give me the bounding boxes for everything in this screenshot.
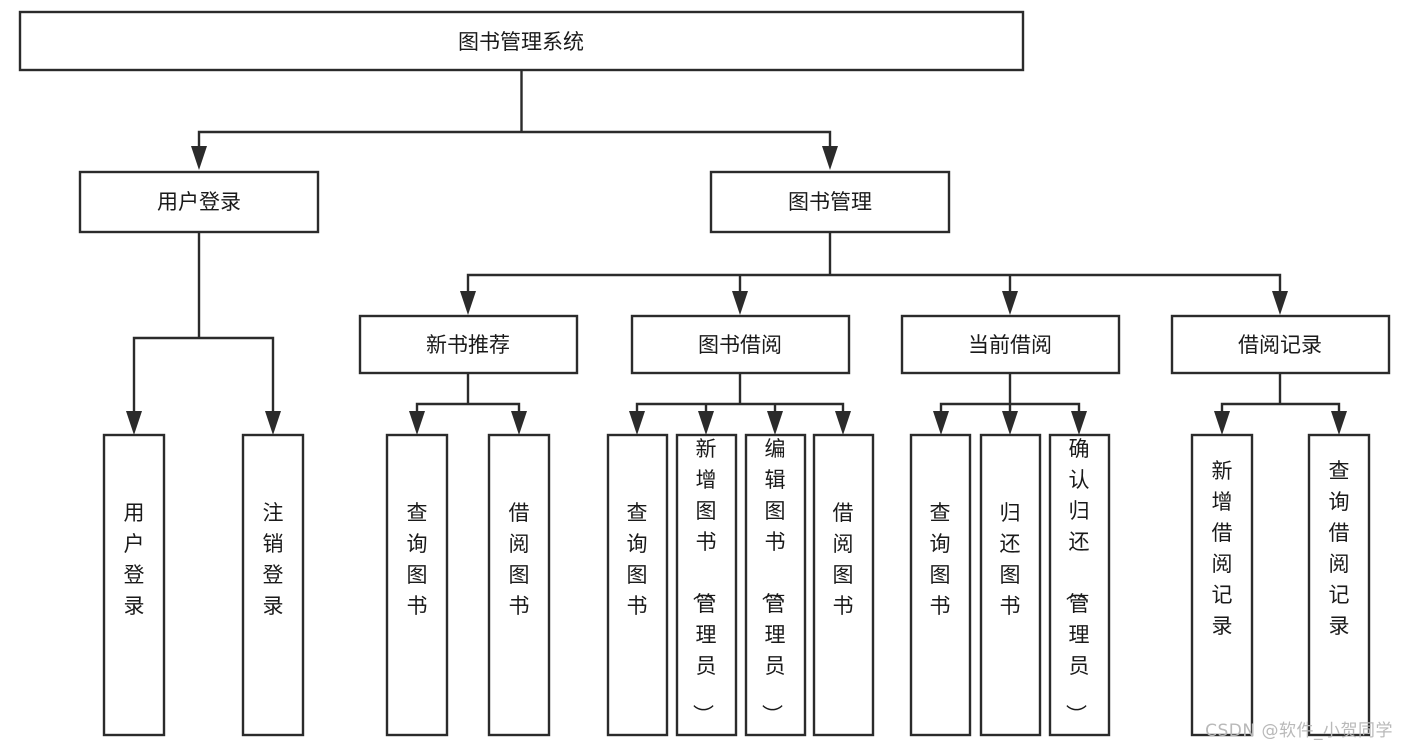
node-borrow-box[interactable] xyxy=(630,314,851,375)
arrowhead-to-borrow xyxy=(732,291,748,315)
connector-current-bus xyxy=(939,371,1081,415)
node-leaf-3-label: 查询图书 xyxy=(407,501,428,618)
connector-borrow-bus xyxy=(635,371,845,415)
arrowhead-to-leaf-10 xyxy=(1002,411,1018,435)
node-leaf-2[interactable]: 注销登录 xyxy=(241,433,305,737)
connector-login-bus xyxy=(132,230,275,415)
node-leaf-12[interactable]: 新增借阅记录 xyxy=(1190,433,1254,737)
arrowhead-to-leaf-3 xyxy=(409,411,425,435)
node-newbook[interactable]: 新书推荐 xyxy=(358,314,579,375)
node-leaf-4[interactable]: 借阅图书 xyxy=(487,433,551,737)
node-current[interactable]: 当前借阅 xyxy=(900,314,1121,375)
arrowhead-to-record xyxy=(1272,291,1288,315)
node-leaf-5-label: 查询图书 xyxy=(627,501,648,618)
arrowhead-to-leaf-4 xyxy=(511,411,527,435)
node-borrow[interactable]: 图书借阅 xyxy=(630,314,851,375)
node-root-label: 图书管理系统 xyxy=(458,30,584,54)
node-leaf-4-box[interactable] xyxy=(487,433,551,737)
node-leaf-6-box[interactable] xyxy=(675,433,738,737)
node-leaf-9[interactable]: 查询图书 xyxy=(909,433,972,737)
node-leaf-8[interactable]: 借阅图书 xyxy=(812,433,875,737)
arrowhead-to-leaf-6 xyxy=(698,411,714,435)
node-leaf-8-label: 借阅图书 xyxy=(833,501,854,618)
node-bookmgmt-box[interactable] xyxy=(709,170,951,234)
node-leaf-3[interactable]: 查询图书 xyxy=(385,433,449,737)
node-leaf-1-label: 用户登录 xyxy=(124,501,145,618)
node-leaf-2-label: 注销登录 xyxy=(263,501,284,618)
node-login-box[interactable] xyxy=(78,170,320,234)
node-leaf-1-box[interactable] xyxy=(102,433,166,737)
node-leaf-1[interactable]: 用户登录 xyxy=(102,433,166,737)
node-leaf-11-label: 确认归还（管理员） xyxy=(1064,437,1090,725)
connector-record-bus xyxy=(1220,371,1341,415)
arrowhead-to-leaf-7 xyxy=(767,411,783,435)
node-leaf-10-box[interactable] xyxy=(979,433,1042,737)
node-newbook-label: 新书推荐 xyxy=(426,333,510,357)
connector-root-bus xyxy=(197,68,832,150)
arrowhead-to-current xyxy=(1002,291,1018,315)
connector-newbook-bus xyxy=(415,371,521,415)
node-login[interactable]: 用户登录 xyxy=(78,170,320,234)
arrowhead-to-leaf-9 xyxy=(933,411,949,435)
node-record[interactable]: 借阅记录 xyxy=(1170,314,1391,375)
arrowhead-to-leaf-1 xyxy=(126,411,142,435)
node-leaf-6-label: 新增图书（管理员） xyxy=(691,437,717,725)
arrowhead-to-newbook xyxy=(460,291,476,315)
csdn-watermark: CSDN @软件_小贺同学 xyxy=(1205,721,1393,741)
node-borrow-label: 图书借阅 xyxy=(698,333,782,357)
node-leaf-7-label: 编辑图书（管理员） xyxy=(760,437,786,725)
node-leaf-7-box[interactable] xyxy=(744,433,807,737)
arrowhead-to-leaf-8 xyxy=(835,411,851,435)
node-bookmgmt-label: 图书管理 xyxy=(788,190,872,214)
node-bookmgmt[interactable]: 图书管理 xyxy=(709,170,951,234)
node-leaf-6[interactable]: 新增图书（管理员） xyxy=(675,433,738,737)
node-root-box[interactable] xyxy=(18,10,1025,72)
node-leaf-9-label: 查询图书 xyxy=(930,501,951,618)
node-leaf-3-box[interactable] xyxy=(385,433,449,737)
arrowhead-to-leaf-5 xyxy=(629,411,645,435)
node-login-label: 用户登录 xyxy=(157,190,241,214)
arrowhead-to-leaf-12 xyxy=(1214,411,1230,435)
node-leaf-2-box[interactable] xyxy=(241,433,305,737)
node-leaf-12-box[interactable] xyxy=(1190,433,1254,737)
arrowhead-to-leaf-13 xyxy=(1331,411,1347,435)
connector-bookmgmt-bus xyxy=(466,230,1282,295)
arrowhead-to-leaf-2 xyxy=(265,411,281,435)
node-leaf-13-label: 查询借阅记录 xyxy=(1329,459,1350,638)
node-leaf-10-label: 归还图书 xyxy=(1000,501,1021,618)
node-newbook-box[interactable] xyxy=(358,314,579,375)
node-leaf-13-box[interactable] xyxy=(1307,433,1371,737)
node-leaf-11[interactable]: 确认归还（管理员） xyxy=(1048,433,1111,737)
node-root[interactable]: 图书管理系统 xyxy=(18,10,1025,72)
node-record-box[interactable] xyxy=(1170,314,1391,375)
node-leaf-8-box[interactable] xyxy=(812,433,875,737)
node-leaf-13[interactable]: 查询借阅记录 xyxy=(1307,433,1371,737)
node-current-box[interactable] xyxy=(900,314,1121,375)
node-current-label: 当前借阅 xyxy=(968,333,1052,357)
node-leaf-11-box[interactable] xyxy=(1048,433,1111,737)
node-leaf-5-box[interactable] xyxy=(606,433,669,737)
node-leaf-4-label: 借阅图书 xyxy=(509,501,530,618)
node-record-label: 借阅记录 xyxy=(1238,333,1322,357)
node-leaf-9-box[interactable] xyxy=(909,433,972,737)
connector-layer xyxy=(126,68,1347,435)
node-leaf-7[interactable]: 编辑图书（管理员） xyxy=(744,433,807,737)
node-leaf-5[interactable]: 查询图书 xyxy=(606,433,669,737)
arrowhead-to-login xyxy=(191,146,207,170)
node-leaf-10[interactable]: 归还图书 xyxy=(979,433,1042,737)
node-leaf-12-label: 新增借阅记录 xyxy=(1212,459,1233,638)
arrowhead-to-bookmgmt xyxy=(822,146,838,170)
arrowhead-to-leaf-11 xyxy=(1071,411,1087,435)
